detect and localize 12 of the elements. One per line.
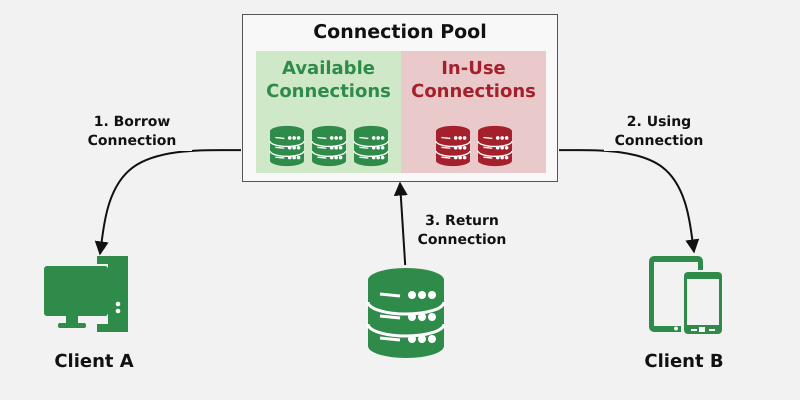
box-title: Connection Pool (312, 21, 488, 43)
connections-panel (256, 51, 401, 173)
connections-panel (401, 51, 546, 173)
client-label: Client A (53, 351, 135, 372)
arrow (559, 149, 700, 254)
database-icon (366, 266, 446, 360)
panel-title: Available Connections (265, 57, 392, 103)
arrow (94, 149, 241, 256)
arrow (394, 182, 408, 266)
pool-box (242, 14, 558, 182)
panel-title: In-Use Connections (410, 57, 537, 103)
client-label: Client B (643, 351, 725, 372)
